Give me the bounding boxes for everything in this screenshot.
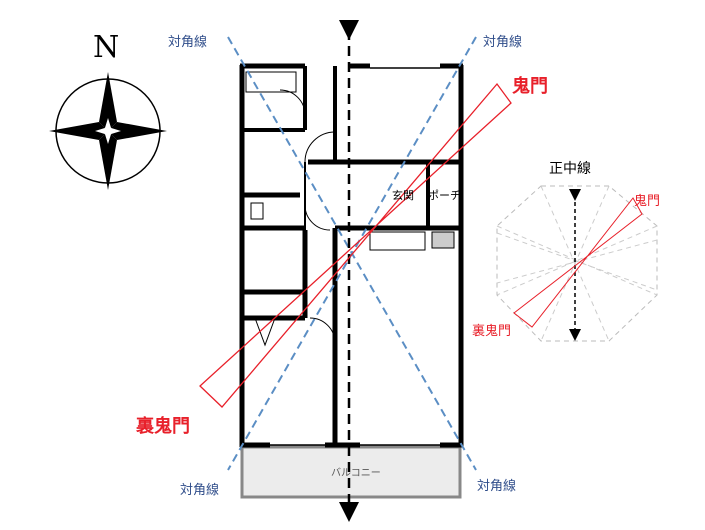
kimon-label: 鬼門: [512, 76, 548, 97]
diagonal-label-top-right: 対角線: [483, 35, 523, 50]
porch-label: ポーチ: [428, 189, 461, 202]
inset-kimon-label: 鬼門: [634, 194, 661, 209]
compass-rose-icon: [49, 72, 167, 190]
diagonal-label-bottom-left: 対角線: [180, 483, 220, 498]
north-label: N: [93, 30, 120, 65]
kimon-axis-band: [199, 82, 512, 408]
genkan-label: 玄関: [392, 189, 414, 202]
balcony-label: バルコニー: [331, 468, 381, 479]
inset-diagram: [496, 185, 658, 342]
ura-kimon-label: 裏鬼門: [136, 416, 190, 437]
inset-title: 正中線: [549, 161, 591, 177]
diagonal-label-bottom-right: 対角線: [477, 479, 517, 494]
inset-ura-kimon-label: 裏鬼門: [472, 324, 512, 339]
diagonal-label-top-left: 対角線: [168, 35, 208, 50]
